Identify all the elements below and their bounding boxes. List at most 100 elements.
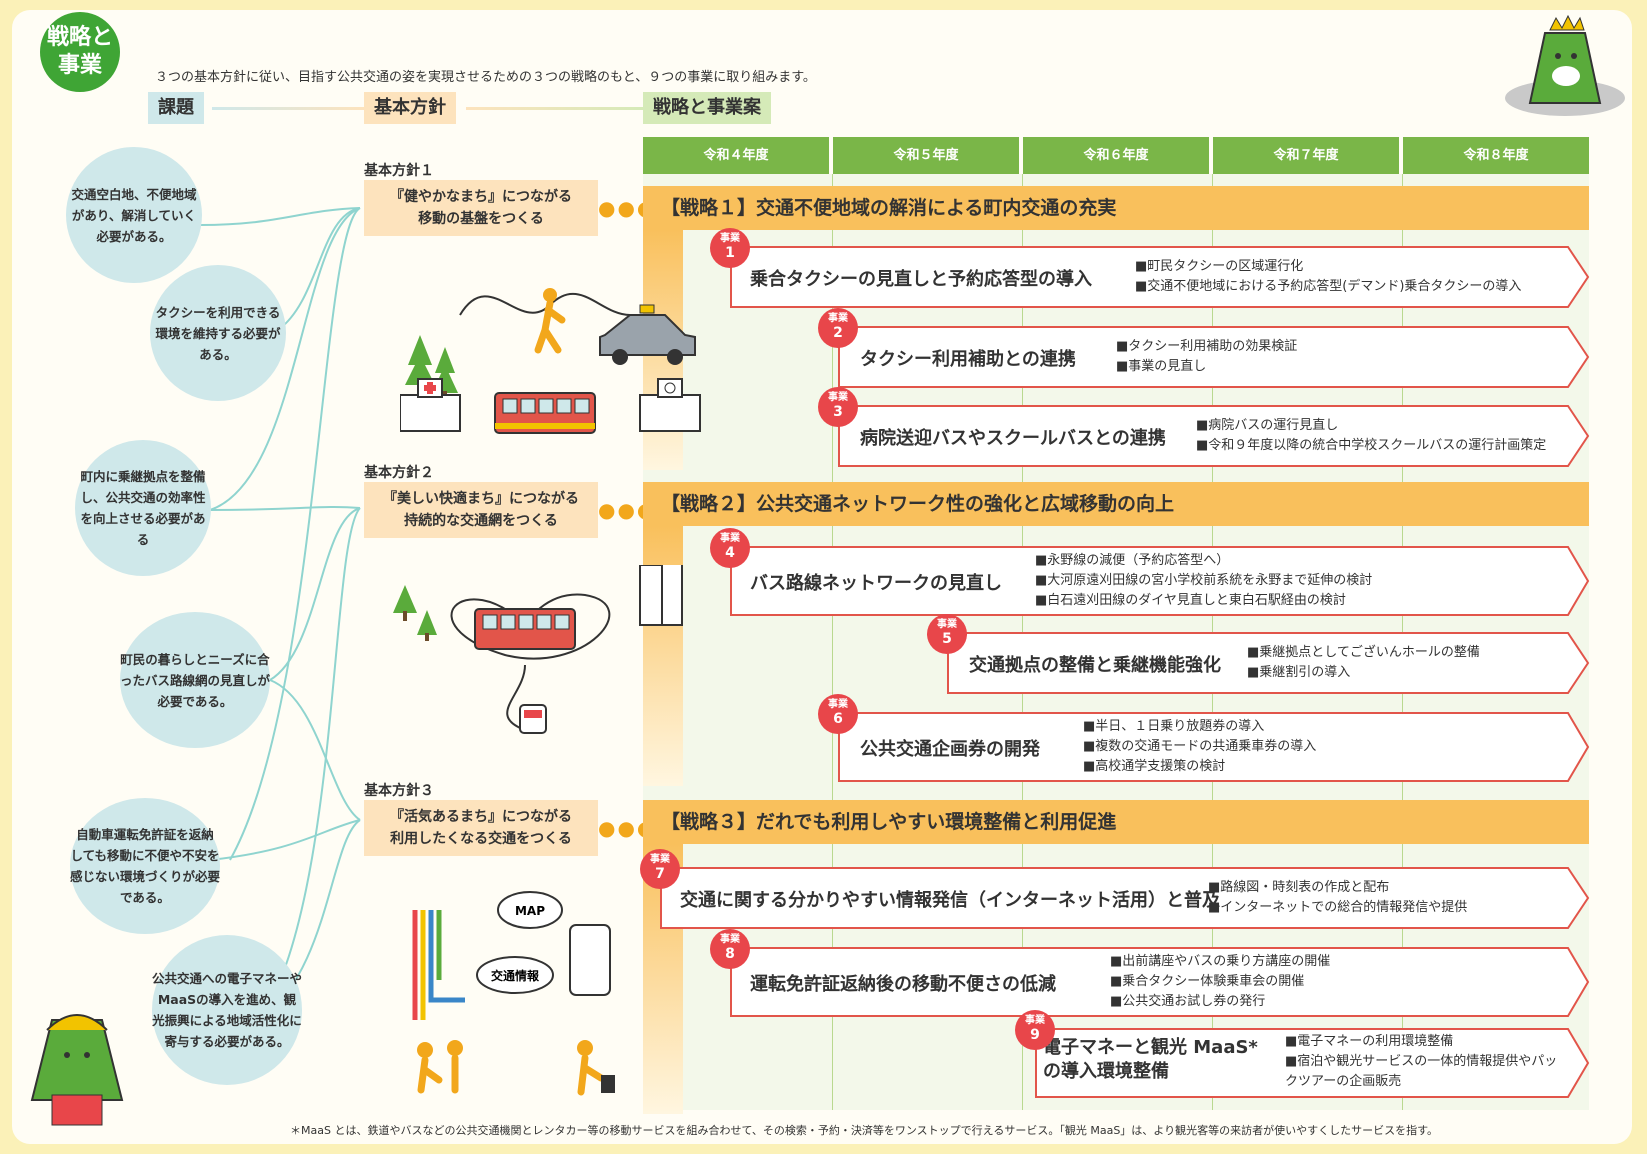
project-card: 電子マネーと観光 MaaS* の導入環境整備 ■電子マネーの利用環境整備 ■宿泊や観… — [1035, 1028, 1590, 1098]
project-title: 交通に関する分かりやすい情報発信（インターネット活用）と普及 — [680, 890, 1220, 911]
school-icon — [639, 378, 701, 432]
elderly-couple-icon — [417, 1040, 463, 1094]
strategy-header: 【戦略２】公共交通ネットワーク性の強化と広域移動の向上 — [643, 482, 1589, 526]
policy-text: 移動の基盤をつくる — [418, 211, 544, 227]
project-action-item: ■大河原遠刈田線の宮小学校前系統を永野まで延伸の検討 — [1035, 573, 1373, 588]
project-action-item: ■病院バスの運行見直し — [1196, 418, 1339, 433]
project-title: 乗合タクシーの見直しと予約応答型の導入 — [750, 269, 1092, 290]
project-action-item: ■事業の見直し — [1116, 359, 1207, 374]
strategy2-illustration — [393, 565, 683, 734]
project-number: 5 — [942, 631, 952, 647]
policy-label: 基本方針３ — [364, 783, 434, 799]
project-number: 2 — [833, 325, 843, 341]
year-header-row: 令和４年度 令和５年度 令和６年度 令和７年度 令和８年度 — [643, 137, 1589, 174]
project-action-item: ■複数の交通モードの共通乗車券の導入 — [1083, 739, 1317, 754]
bus-icon — [494, 392, 596, 434]
section-badge: 戦略と事業 — [40, 12, 120, 92]
project-actions: ■電子マネーの利用環境整備 ■宿泊や観光サービスの一体的情報提供やパックツアーの企… — [1285, 1032, 1565, 1092]
tree-icon — [393, 585, 417, 621]
project-number: 7 — [655, 866, 665, 882]
policy-box: 『美しい快適まち』につながる 持続的な交通網をつくる — [364, 482, 598, 538]
project-label: 事業 — [650, 854, 670, 865]
project-number: 3 — [833, 404, 843, 420]
mascot-top-icon — [1505, 14, 1625, 116]
project-label: 事業 — [1025, 1015, 1045, 1026]
policy-box: 『活気あるまち』につながる 利用したくなる交通をつくる — [364, 800, 598, 856]
traveler-icon — [577, 1040, 615, 1096]
mascot-bottom-icon — [30, 1014, 124, 1126]
project-card: 乗合タクシーの見直しと予約応答型の導入 ■町民タクシーの区域運行化 ■交通不便地域に… — [730, 246, 1590, 308]
project-card: バス路線ネットワークの見直し ■永野線の減便（予約応答型へ） ■大河原遠刈田線の宮小… — [730, 546, 1590, 616]
tree-icon — [417, 610, 437, 641]
project-title: 公共交通企画券の開発 — [860, 739, 1040, 760]
project-label: 事業 — [937, 619, 957, 630]
project-card: 交通に関する分かりやすい情報発信（インターネット活用）と普及■路線図・時刻表の作… — [660, 867, 1590, 929]
info-bubble-text: 交通情報 — [491, 968, 540, 983]
project-actions: ■永野線の減便（予約応答型へ） ■大河原遠刈田線の宮小学校前系統を永野まで延伸の検… — [1035, 551, 1372, 611]
project-title: 交通拠点の整備と乗継機能強化 — [969, 655, 1221, 676]
project-action-item: ■町民タクシーの区域運行化 — [1135, 259, 1304, 274]
column-header-issues: 課題 — [148, 92, 204, 124]
project-action-item: ■公共交通お試し券の発行 — [1110, 994, 1266, 1009]
issue-bubble: 交通空白地、不便地域があり、解消していく必要がある。 — [66, 147, 202, 283]
project-card: 交通拠点の整備と乗継機能強化■乗継拠点としてございんホールの整備■乗継割引の導入 — [947, 632, 1590, 694]
smartphone-icon — [569, 924, 611, 996]
issue-bubble: 町民の暮らしとニーズに合ったバス路線網の見直しが必要である。 — [120, 612, 270, 748]
column-connector — [466, 107, 644, 110]
project-card: 運転免許証返納後の移動不便さの低減 ■出前講座やバスの乗り方講座の開催 ■乗合タクシ… — [730, 947, 1590, 1017]
column-header-strategies: 戦略と事業案 — [643, 92, 771, 124]
project-title: 運転免許証返納後の移動不便さの低減 — [750, 974, 1056, 995]
project-action-item: ■電子マネーの利用環境整備 — [1285, 1034, 1454, 1049]
issue-bubble: 自動車運転免許証を返納しても移動に不便や不安を感じない環境づくりが必要である。 — [70, 798, 220, 934]
project-number: 9 — [1030, 1027, 1040, 1043]
project-action-item: ■乗継割引の導入 — [1247, 665, 1351, 680]
project-card: 病院送迎バスやスクールバスとの連携 ■病院バスの運行見直し ■令和９年度以降の統合中… — [838, 405, 1590, 467]
project-number: 4 — [725, 545, 735, 561]
policy-text: 『健やかなまち』につながる — [390, 189, 572, 205]
project-number: 8 — [725, 946, 735, 962]
train-icon — [519, 704, 547, 734]
project-actions: ■タクシー利用補助の効果検証■事業の見直し — [1116, 337, 1297, 377]
year-header: 令和８年度 — [1403, 137, 1589, 174]
walker-icon — [534, 288, 566, 354]
project-number: 1 — [725, 245, 735, 261]
map-bubble: MAP — [497, 891, 563, 929]
policy-text: 『活気あるまち』につながる — [390, 809, 572, 825]
project-label: 事業 — [720, 934, 740, 945]
project-action-item: ■永野線の減便（予約応答型へ） — [1035, 553, 1230, 568]
project-action-item: ■乗合タクシー体験乗車会の開催 — [1110, 974, 1305, 989]
project-action-item: ■宿泊や観光サービスの一体的情報提供やパックツアーの企画販売 — [1285, 1054, 1558, 1089]
year-header: 令和６年度 — [1023, 137, 1209, 174]
taxi-icon — [599, 304, 696, 365]
project-label: 事業 — [828, 699, 848, 710]
project-title: 電子マネーと観光 MaaS* の導入環境整備 — [1043, 1037, 1258, 1082]
project-label: 事業 — [720, 233, 740, 244]
column-header-policies: 基本方針 — [364, 92, 456, 124]
strategy3-illustration: MAP 交通情報 — [412, 891, 615, 1096]
strategy-header: 【戦略１】交通不便地域の解消による町内交通の充実 — [643, 186, 1589, 230]
policy-text: 利用したくなる交通をつくる — [390, 831, 572, 847]
project-title: バス路線ネットワークの見直し — [750, 573, 1002, 594]
footnote: ＊MaaS とは、鉄道やバスなどの公共交通機関とレンタカー等の移動サービスを組み… — [290, 1124, 1438, 1137]
project-actions: ■町民タクシーの区域運行化 ■交通不便地域における予約応答型(デマンド)乗合タクシ… — [1135, 257, 1521, 297]
project-title: 病院送迎バスやスクールバスとの連携 — [860, 428, 1166, 449]
project-actions: ■半日、１日乗り放題券の導入■複数の交通モードの共通乗車券の導入■高校通学支援策… — [1083, 717, 1316, 777]
project-action-item: ■出前講座やバスの乗り方講座の開催 — [1110, 954, 1331, 969]
project-label: 事業 — [828, 313, 848, 324]
project-action-item: ■交通不便地域における予約応答型(デマンド)乗合タクシーの導入 — [1135, 279, 1522, 294]
project-action-item: ■令和９年度以降の統合中学校スクールバスの運行計画策定 — [1196, 438, 1547, 453]
strategy-header: 【戦略３】だれでも利用しやすい環境整備と利用促進 — [643, 800, 1589, 844]
issue-bubble: 公共交通への電子マネーやMaaSの導入を進め、観光振興による地域活性化に寄与する… — [152, 935, 302, 1085]
policy-text: 『美しい快適まち』につながる — [383, 491, 579, 507]
project-action-item: ■高校通学支援策の検討 — [1083, 759, 1226, 774]
project-actions: ■出前講座やバスの乗り方講座の開催 ■乗合タクシー体験乗車会の開催 ■公共交通お試し… — [1110, 952, 1330, 1012]
project-number: 6 — [833, 711, 843, 727]
project-label: 事業 — [828, 392, 848, 403]
strategy1-illustration — [400, 288, 701, 434]
